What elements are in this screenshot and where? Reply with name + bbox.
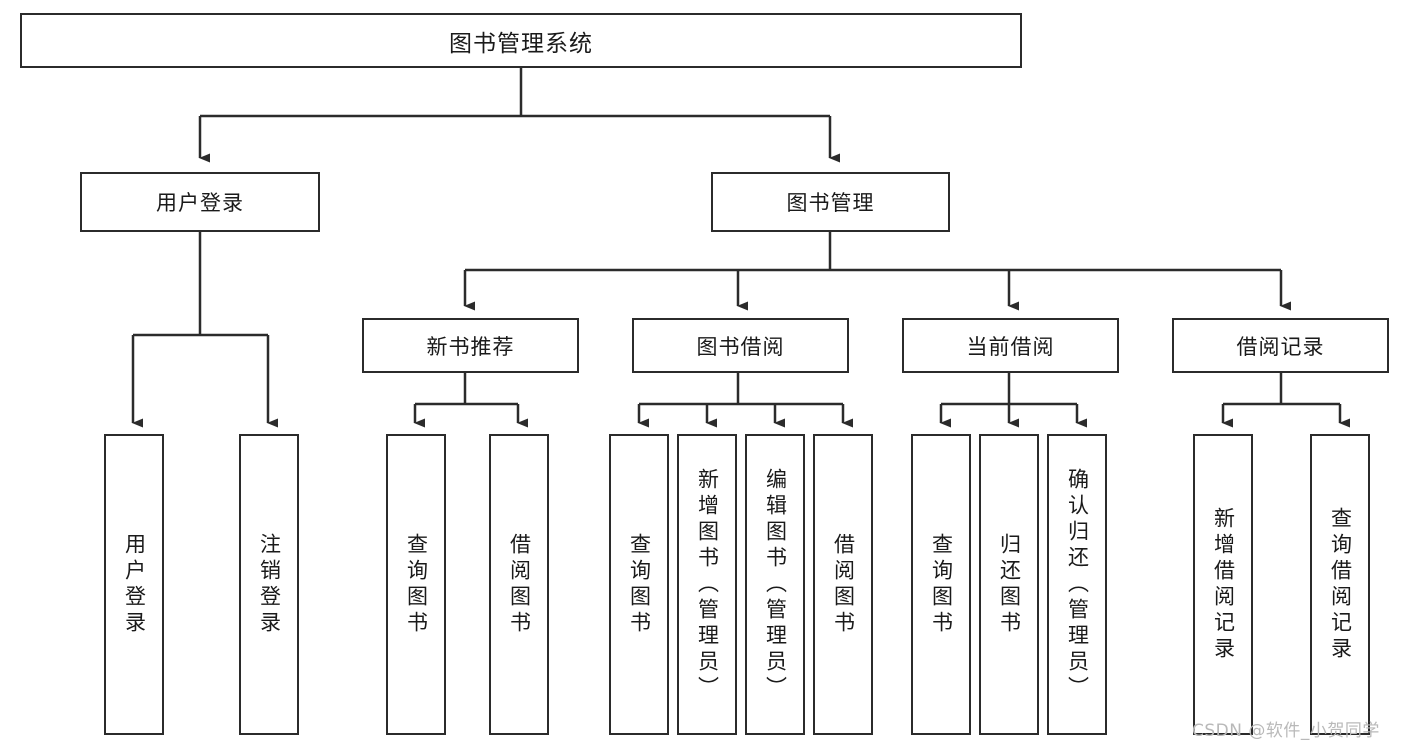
node-leaf-book-borrow-1[interactable]: 新增图书（管理员） [677,434,737,735]
node-leaf-label: 用户登录 [122,532,147,637]
node-new-book-recommend[interactable]: 新书推荐 [362,318,579,373]
node-leaf-label: 查询图书 [404,532,429,637]
node-user-login-label: 用户登录 [156,191,244,215]
node-leaf-user-login-1[interactable]: 注销登录 [239,434,299,735]
node-leaf-current-borrow-0[interactable]: 查询图书 [911,434,971,735]
node-current-borrow-label: 当前借阅 [966,334,1055,359]
node-root-book-management-system[interactable]: 图书管理系统 [20,13,1022,68]
node-book-borrow-label: 图书借阅 [696,334,785,359]
node-leaf-label: 确认归还（管理员） [1065,467,1090,702]
node-borrow-record[interactable]: 借阅记录 [1172,318,1389,373]
node-book-management[interactable]: 图书管理 [711,172,950,232]
node-user-login[interactable]: 用户登录 [80,172,320,232]
node-leaf-new-book-1[interactable]: 借阅图书 [489,434,549,735]
node-leaf-book-borrow-2[interactable]: 编辑图书（管理员） [745,434,805,735]
node-new-book-recommend-label: 新书推荐 [426,334,515,359]
node-leaf-book-borrow-3[interactable]: 借阅图书 [813,434,873,735]
node-root-label: 图书管理系统 [449,30,593,57]
node-leaf-label: 编辑图书（管理员） [763,467,788,702]
node-leaf-label: 新增图书（管理员） [695,467,720,702]
csdn-watermark: CSDN @软件_小贺同学 [1192,721,1380,741]
node-leaf-label: 查询图书 [627,532,652,637]
node-leaf-borrow-record-0[interactable]: 新增借阅记录 [1193,434,1253,735]
node-leaf-label: 查询图书 [929,532,954,637]
node-leaf-new-book-0[interactable]: 查询图书 [386,434,446,735]
node-leaf-current-borrow-2[interactable]: 确认归还（管理员） [1047,434,1107,735]
node-leaf-book-borrow-0[interactable]: 查询图书 [609,434,669,735]
node-current-borrow[interactable]: 当前借阅 [902,318,1119,373]
node-leaf-user-login-0[interactable]: 用户登录 [104,434,164,735]
node-leaf-label: 归还图书 [997,532,1022,637]
node-leaf-label: 查询借阅记录 [1328,506,1353,663]
node-leaf-borrow-record-1[interactable]: 查询借阅记录 [1310,434,1370,735]
node-borrow-record-label: 借阅记录 [1236,334,1325,359]
node-leaf-label: 新增借阅记录 [1211,506,1236,663]
node-leaf-label: 借阅图书 [507,532,532,637]
node-book-borrow[interactable]: 图书借阅 [632,318,849,373]
node-book-management-label: 图书管理 [786,191,875,215]
node-leaf-label: 借阅图书 [831,532,856,637]
node-leaf-current-borrow-1[interactable]: 归还图书 [979,434,1039,735]
node-leaf-label: 注销登录 [257,532,282,637]
